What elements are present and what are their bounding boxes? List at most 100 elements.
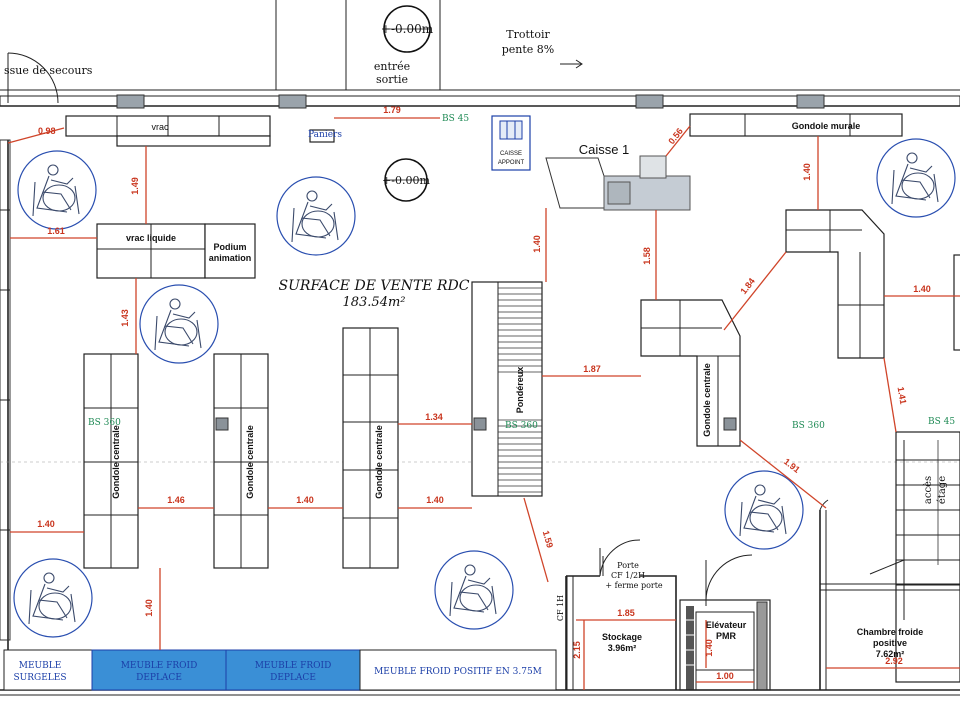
- dim-134: 1.34: [425, 412, 443, 422]
- dim-191: 1.91: [782, 456, 802, 475]
- chambre-area: 7.62m²: [876, 649, 905, 659]
- caisse1-label: Caisse 1: [579, 142, 630, 157]
- surgeles-line2: SURGELES: [14, 673, 67, 683]
- entry-label: entrée: [374, 60, 410, 73]
- dim-292: 2.92: [885, 656, 903, 666]
- bottom-cabinets: [0, 649, 960, 696]
- pmr-circle-1: [17, 150, 97, 230]
- pmr-circle-3: [139, 284, 219, 364]
- gondole-centrale-4-label: Gondole centrale: [702, 363, 712, 437]
- dim-187: 1.87: [583, 364, 601, 374]
- plan-title: SURFACE DE VENTE RDC: [279, 278, 470, 294]
- froid-positif-label: MEUBLE FROID POSITIF EN 3.75M: [374, 667, 542, 677]
- chambre-label: Chambre froide: [857, 627, 924, 637]
- dimension-lines: [7, 117, 960, 690]
- surgeles-line1: MEUBLE: [19, 661, 62, 671]
- pmr-circle-7: [13, 558, 93, 638]
- acces-label: accès: [923, 476, 934, 504]
- slope-label: pente 8%: [502, 43, 555, 56]
- right-wall-shelf: [953, 254, 960, 351]
- right-l-gondola: [785, 209, 885, 359]
- pondereux: Pondéreux: [471, 281, 543, 497]
- porte-label: Porte: [617, 561, 639, 570]
- vrac-shelf: vrac: [65, 115, 271, 147]
- exit-label: sortie: [376, 73, 408, 86]
- podium-line1: Podium: [214, 242, 247, 252]
- dim-140-elev: 1.40: [704, 639, 714, 657]
- gondole-murale-label: Gondole murale: [792, 121, 861, 131]
- podium-line2: animation: [209, 253, 252, 263]
- dim-185: 1.85: [617, 608, 635, 618]
- street-zone: [0, 0, 960, 109]
- gondole-centrale-3-label: Gondole centrale: [374, 425, 384, 499]
- dim-141: 1.41: [896, 386, 909, 405]
- froid-deplace-1-line1: MEUBLE FROID: [121, 661, 198, 671]
- dim-184: 1.84: [738, 276, 757, 296]
- level-top: +-0.00m: [381, 22, 434, 36]
- dim-161: 1.61: [47, 226, 65, 236]
- gondole-murale: Gondole murale: [689, 113, 903, 137]
- bs-marker-2: BS 360: [88, 418, 121, 428]
- caisse-appoint: CAISSE APPOINT: [491, 115, 531, 171]
- gondole-centrale-4: Gondole centrale: [640, 299, 741, 447]
- dim-140-caisse: 1.40: [532, 235, 542, 253]
- dim-149: 1.49: [130, 177, 140, 195]
- vrac-liquide-label: vrac liquide: [126, 233, 176, 243]
- froid-deplace-2-line2: DEPLACE: [270, 673, 316, 683]
- vrac-liquide: vrac liquide: [96, 223, 206, 279]
- dim-143: 1.43: [120, 309, 130, 327]
- podium: Podium animation: [204, 223, 256, 279]
- gondole-centrale-3: Gondole centrale: [342, 327, 399, 569]
- pondereux-label: Pondéreux: [515, 367, 525, 414]
- emergency-exit-label: ssue de secours: [4, 64, 93, 77]
- dim-159: 1.59: [541, 529, 555, 549]
- dim-140a: 1.40: [802, 163, 812, 181]
- elevateur-label: Elévateur: [706, 620, 747, 630]
- dim-140-mid2: 1.40: [426, 495, 444, 505]
- caisse-appoint-line2: APPOINT: [498, 160, 525, 166]
- bs-marker-1: BS 45: [442, 114, 469, 124]
- froid-deplace-1-line2: DEPLACE: [136, 673, 182, 683]
- dim-140-bottom: 1.40: [144, 599, 154, 617]
- pmr-circle-5: [724, 470, 804, 550]
- porte-cf-label: CF 1/2H: [611, 571, 645, 580]
- level-floor: +-0.00m: [382, 174, 430, 187]
- chambre-type: positive: [873, 638, 907, 648]
- caisse-appoint-line1: CAISSE: [500, 151, 522, 157]
- gondole-centrale-2: Gondole centrale: [213, 353, 269, 569]
- level-marker-floor: +-0.00m: [382, 158, 430, 202]
- left-wall: [0, 139, 11, 650]
- cf-label: CF 1H: [556, 595, 565, 621]
- sidewalk-label: Trottoir: [506, 28, 550, 41]
- etage-label: étage: [937, 476, 948, 504]
- pmr-circle-4: [876, 138, 956, 218]
- gondole-centrale-2-label: Gondole centrale: [245, 425, 255, 499]
- bs-marker-3: BS 360: [505, 421, 538, 431]
- level-marker-top: +-0.00m: [381, 5, 434, 53]
- checkout-counter: [545, 155, 691, 211]
- gondole-centrale-1-label: Gondole centrale: [111, 425, 121, 499]
- gondole-centrale-1: Gondole centrale: [83, 353, 139, 569]
- plan-surface: 183.54m²: [342, 295, 405, 310]
- pmr-circle-6: [434, 550, 514, 630]
- paniers-label: Paniers: [308, 130, 342, 140]
- bs-marker-4: BS 360: [792, 421, 825, 431]
- dim-098: 0.98: [38, 126, 56, 136]
- stockage-label: Stockage: [602, 632, 642, 642]
- dim-215: 2.15: [572, 641, 582, 659]
- bs-marker-5: BS 45: [928, 417, 955, 427]
- stockage-area: 3.96m²: [608, 643, 637, 653]
- dim-140-right: 1.40: [913, 284, 931, 294]
- pmr-circle-2: [276, 176, 356, 256]
- dim-146: 1.46: [167, 495, 185, 505]
- ferme-porte-label: + ferme porte: [605, 581, 663, 590]
- dim-140-left: 1.40: [37, 519, 55, 529]
- vrac-label: vrac: [151, 122, 169, 132]
- pmr-label: PMR: [716, 631, 737, 641]
- slope-arrow: [560, 59, 583, 69]
- dim-100: 1.00: [716, 671, 734, 681]
- froid-deplace-2-line1: MEUBLE FROID: [255, 661, 332, 671]
- dim-179: 1.79: [383, 105, 401, 115]
- paniers-box: [309, 129, 335, 143]
